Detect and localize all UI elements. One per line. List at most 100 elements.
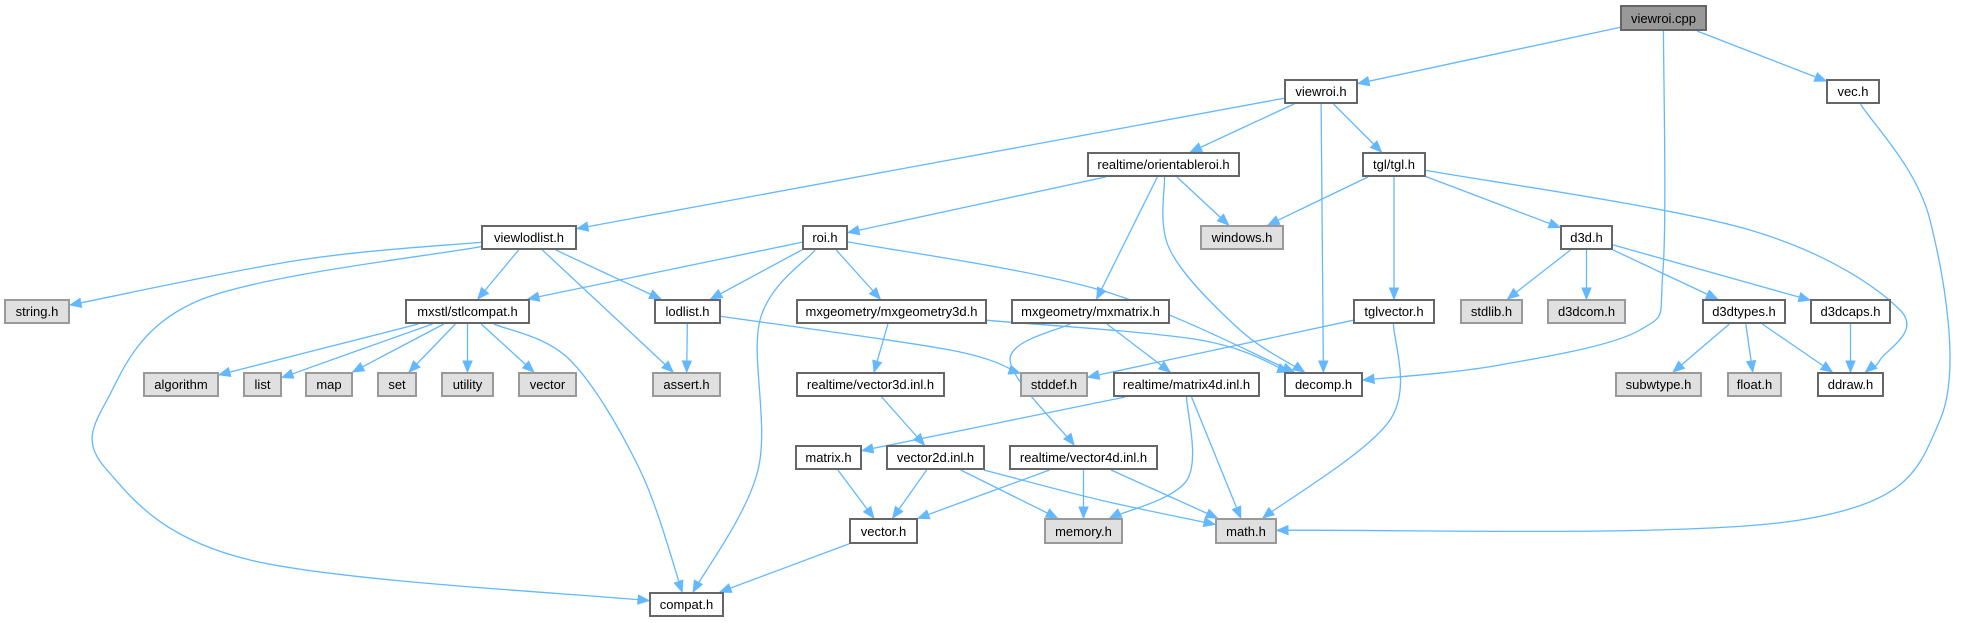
node-label: math.h (1226, 523, 1266, 539)
edge-line (986, 319, 1290, 373)
edge-line (1087, 319, 1354, 378)
edge-arrowhead (1819, 361, 1834, 373)
edge-line (1425, 176, 1561, 229)
edge-arrowhead (1318, 360, 1329, 374)
edge-arrowhead (351, 361, 366, 373)
edge-vector4d_inl_h-to-math_h (1110, 469, 1219, 519)
edge-line (1110, 469, 1218, 519)
edge-arrowhead (1086, 369, 1101, 380)
edge-arrowhead (1356, 76, 1371, 87)
edge-arrowhead (912, 432, 926, 446)
edge-line (1162, 176, 1305, 373)
edge-tglvector_h-to-stddef_h (1086, 319, 1354, 380)
graph-node-map: map (305, 372, 353, 397)
edge-line (281, 323, 433, 379)
edge-vector2d_inl_h-to-memory_h (960, 469, 1059, 519)
edge-arrowhead (462, 360, 473, 374)
edge-arrowhead (1672, 360, 1686, 373)
graph-node-stlcompat-h[interactable]: mxstl/stlcompat.h (405, 299, 530, 324)
edge-arrowhead (1007, 364, 1022, 375)
edge-line (1267, 176, 1369, 226)
graph-node-matrix4d-inl-h[interactable]: realtime/matrix4d.inl.h (1113, 372, 1260, 397)
graph-node-set: set (377, 372, 417, 397)
graph-node-math-h: math.h (1215, 518, 1277, 544)
edge-viewroi_h-to-decomp_h (1318, 103, 1329, 374)
graph-node-orientableroi-h[interactable]: realtime/orientableroi.h (1087, 152, 1240, 177)
graph-node-list: list (243, 372, 282, 397)
edge-line (69, 241, 482, 306)
edge-mxmatrix_h-to-matrix4d_inl_h (1106, 323, 1172, 373)
edge-arrowhead (1813, 71, 1828, 82)
graph-node-viewlodlist-h[interactable]: viewlodlist.h (481, 225, 577, 250)
graph-node-d3d-h[interactable]: d3d.h (1560, 225, 1613, 250)
edge-line (1096, 176, 1158, 300)
edge-viewlodlist_h-to-stlcompat_h (477, 249, 520, 301)
edge-arrowhead (1216, 213, 1230, 226)
graph-node-vector3d-inl-h[interactable]: realtime/vector3d.inl.h (796, 372, 945, 397)
edge-arrowhead (673, 579, 684, 594)
graph-node-compat-h[interactable]: compat.h (649, 592, 724, 617)
graph-node-matrix-h[interactable]: matrix.h (795, 445, 862, 470)
graph-node-windows-h: windows.h (1200, 225, 1284, 250)
node-label: d3dcom.h (1557, 304, 1616, 319)
edge-lodlist_h-to-assert_h (681, 323, 693, 374)
edge-viewroi_cpp-to-vec_h (1696, 30, 1828, 82)
edge-arrowhead (1108, 508, 1123, 519)
edge-matrix4d_inl_h-to-matrix_h (860, 396, 1126, 454)
graph-node-d3dcaps-h[interactable]: d3dcaps.h (1810, 299, 1891, 324)
graph-node-decomp-h[interactable]: decomp.h (1284, 372, 1363, 397)
edge-mxgeometry3d_h-to-vector3d_inl_h (872, 323, 889, 374)
graph-node-mxmatrix-h[interactable]: mxgeometry/mxmatrix.h (1011, 299, 1170, 324)
edge-arrowhead (872, 359, 883, 374)
edge-line (847, 241, 1295, 373)
edge-arrowhead (1275, 524, 1289, 536)
graph-node-assert-h: assert.h (652, 372, 721, 397)
edge-orientableroi_h-to-decomp_h (1162, 176, 1306, 373)
node-label: decomp.h (1294, 377, 1353, 392)
edge-d3d_h-to-stdlib_h (1506, 249, 1571, 300)
edge-tglvector_h-to-math_h (1261, 323, 1402, 519)
graph-node-roi-h[interactable]: roi.h (802, 225, 848, 250)
edge-line (576, 97, 1285, 230)
edge-arrowhead (1506, 287, 1520, 300)
edge-line (493, 323, 683, 593)
node-label: compat.h (659, 597, 714, 612)
node-label: tgl/tgl.h (1373, 157, 1415, 172)
edge-tgl_h-to-ddraw_h (1425, 169, 1908, 373)
node-label: tglvector.h (1364, 304, 1424, 319)
graph-node-d3dtypes-h[interactable]: d3dtypes.h (1702, 299, 1786, 324)
graph-node-viewroi-cpp[interactable]: viewroi.cpp (1620, 5, 1707, 31)
graph-node-viewroi-h[interactable]: viewroi.h (1284, 79, 1358, 104)
graph-node-vec-h[interactable]: vec.h (1826, 79, 1880, 104)
graph-node-float-h: float.h (1727, 372, 1782, 397)
edge-line (1320, 103, 1325, 373)
graph-node-vector-h[interactable]: vector.h (849, 518, 918, 544)
edge-viewlodlist_h-to-lodlist_h (555, 249, 662, 300)
edge-line (983, 469, 1216, 526)
graph-node-tgl-h[interactable]: tgl/tgl.h (1362, 152, 1426, 177)
edge-arrowhead (846, 224, 861, 236)
graph-node-stddef-h: stddef.h (1020, 372, 1088, 397)
edge-arrowhead (1276, 363, 1291, 374)
edge-line (91, 245, 650, 602)
node-label: list (254, 377, 271, 392)
edge-line (847, 176, 1106, 234)
edge-stlcompat_h-to-list (280, 323, 433, 379)
node-label: stddef.h (1030, 377, 1078, 392)
edge-line (1190, 396, 1242, 519)
edge-arrowhead (1291, 361, 1306, 373)
graph-node-lodlist-h[interactable]: lodlist.h (654, 299, 721, 324)
graph-node-vector2d-inl-h[interactable]: vector2d.inl.h (886, 445, 985, 470)
edge-vector2d_inl_h-to-vector_h (891, 469, 928, 520)
graph-node-algorithm: algorithm (143, 372, 219, 397)
edge-arrowhead (860, 443, 875, 454)
graph-node-mxgeometry3d-h[interactable]: mxgeometry/mxgeometry3d.h (796, 299, 987, 324)
graph-node-vector4d-inl-h[interactable]: realtime/vector4d.inl.h (1009, 445, 1158, 470)
node-label: algorithm (154, 377, 208, 392)
graph-node-tglvector-h[interactable]: tglvector.h (1353, 299, 1435, 324)
graph-node-ddraw-h[interactable]: ddraw.h (1817, 372, 1884, 397)
edge-mxmatrix_h-to-vector4d_inl_h (1009, 323, 1075, 447)
edge-tgl_h-to-d3d_h (1425, 176, 1562, 229)
edge-arrowhead (868, 286, 882, 300)
edge-stlcompat_h-to-utility (462, 324, 473, 374)
